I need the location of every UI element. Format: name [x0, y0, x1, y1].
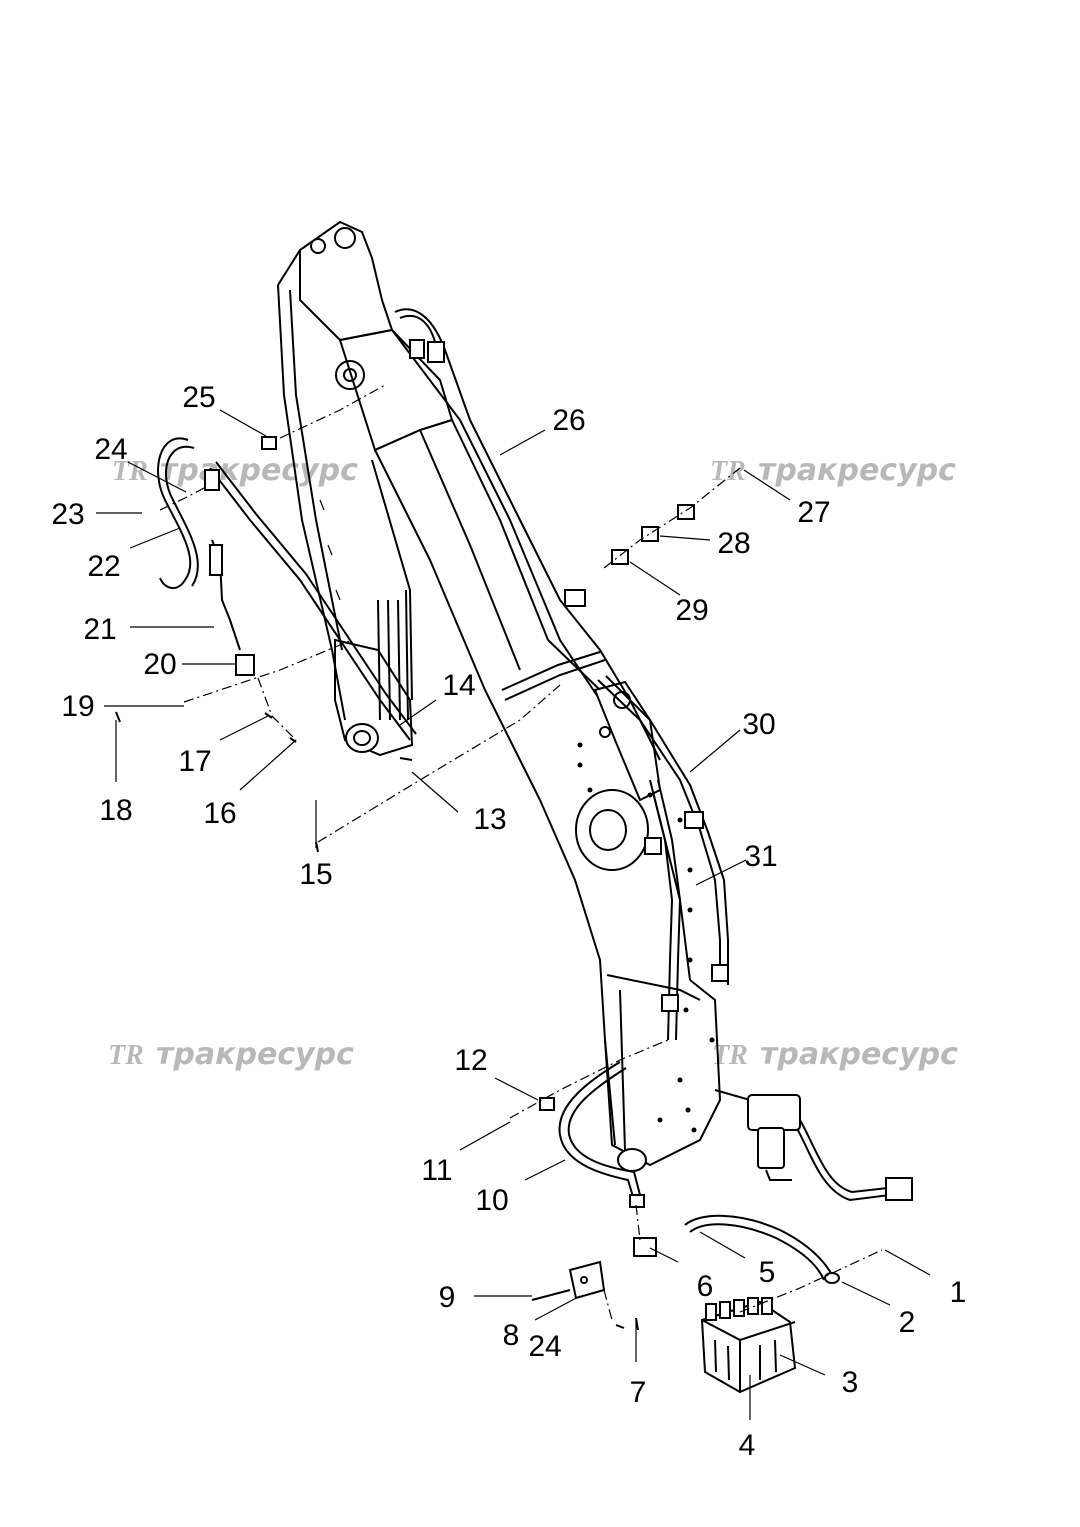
- control-valve-block: [700, 1297, 797, 1394]
- part-label-10: 10: [475, 1184, 508, 1217]
- watermark-text: тракресурс: [156, 1037, 354, 1072]
- part-label-17: 17: [178, 745, 211, 778]
- part-label-30: 30: [742, 708, 775, 741]
- part-label-31: 31: [744, 840, 777, 873]
- part-label-14: 14: [442, 669, 475, 702]
- part-label-9: 9: [439, 1281, 456, 1314]
- hoses: [157, 308, 891, 1281]
- part-label-13: 13: [473, 803, 506, 836]
- part-label-15: 15: [299, 858, 332, 891]
- part-label-24-bottom: 24: [528, 1330, 561, 1363]
- watermark-logo: TR: [112, 456, 148, 487]
- watermark-top-right: TR тракресурс: [710, 453, 956, 488]
- part-label-19: 19: [61, 690, 94, 723]
- part-label-16: 16: [203, 797, 236, 830]
- part-label-22: 22: [87, 550, 120, 583]
- watermark-mid-left: TR тракресурс: [108, 1037, 354, 1072]
- watermark-top-left: TR тракресурс: [112, 453, 358, 488]
- watermark-mid-right: TR тракресурс: [712, 1037, 958, 1072]
- part-label-20: 20: [143, 648, 176, 681]
- part-label-24-top: 24: [94, 433, 127, 466]
- part-label-3: 3: [842, 1366, 859, 1399]
- boom-structure: [277, 220, 722, 1172]
- part-label-29: 29: [675, 594, 708, 627]
- part-label-12: 12: [454, 1044, 487, 1077]
- part-label-2: 2: [899, 1306, 916, 1339]
- part-labels: 1 2 3 4 5 6 7 8 9 10 11 12 13 14 15 16 1…: [51, 381, 966, 1462]
- part-label-25: 25: [182, 381, 215, 414]
- watermark-text: тракресурс: [758, 453, 956, 488]
- assembly-centerlines: [159, 384, 883, 1321]
- leader-lines: [96, 409, 931, 1420]
- part-label-18: 18: [99, 794, 132, 827]
- part-label-27: 27: [797, 496, 830, 529]
- part-label-8: 8: [503, 1319, 520, 1352]
- part-label-7: 7: [630, 1376, 647, 1409]
- watermark-text: тракресурс: [760, 1037, 958, 1072]
- part-label-26: 26: [552, 404, 585, 437]
- watermark-text: тракресурс: [160, 453, 358, 488]
- part-label-4: 4: [739, 1429, 756, 1462]
- watermark-logo: TR: [710, 456, 746, 487]
- part-label-23: 23: [51, 498, 84, 531]
- part-label-6: 6: [697, 1270, 714, 1303]
- part-label-5: 5: [759, 1256, 776, 1289]
- solenoid-valve: [747, 1094, 913, 1201]
- part-label-1: 1: [950, 1276, 967, 1309]
- part-label-11: 11: [421, 1154, 452, 1187]
- watermark-logo: TR: [108, 1040, 144, 1071]
- part-label-28: 28: [717, 527, 750, 560]
- part-label-21: 21: [83, 613, 116, 646]
